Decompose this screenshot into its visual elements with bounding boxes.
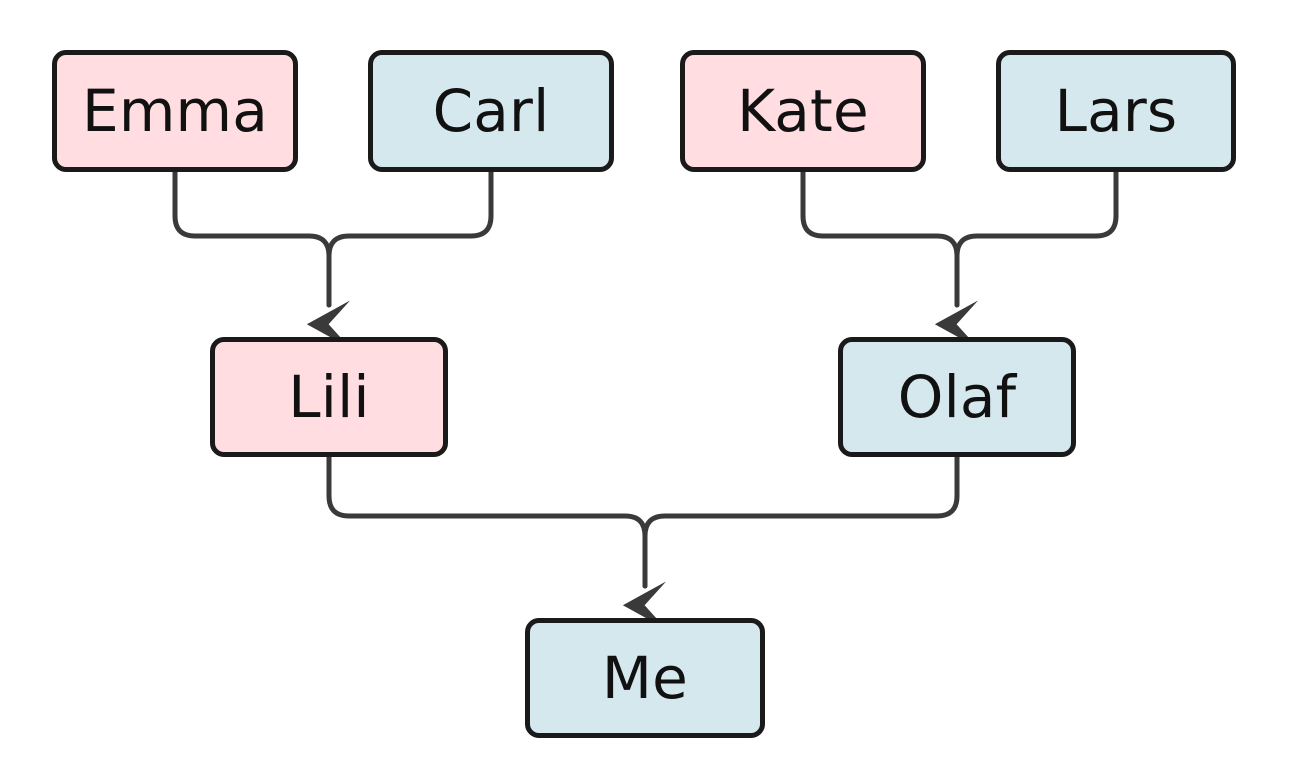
- node-label-olaf: Olaf: [897, 363, 1017, 431]
- node-carl[interactable]: Carl: [368, 50, 614, 172]
- node-lili[interactable]: Lili: [210, 337, 448, 457]
- node-olaf[interactable]: Olaf: [838, 337, 1076, 457]
- node-label-me: Me: [601, 644, 689, 712]
- edge-lili-me: [326, 454, 666, 629]
- node-label-kate: Kate: [737, 77, 869, 145]
- edge-emma-lili: [172, 169, 350, 348]
- node-lars[interactable]: Lars: [996, 50, 1236, 172]
- edge-carl-lili: [307, 169, 494, 348]
- node-label-lili: Lili: [288, 363, 370, 431]
- node-label-carl: Carl: [432, 77, 550, 145]
- node-emma[interactable]: Emma: [52, 50, 298, 172]
- edge-lars-olaf: [935, 169, 1119, 348]
- node-label-emma: Emma: [82, 77, 268, 145]
- node-kate[interactable]: Kate: [680, 50, 926, 172]
- node-label-lars: Lars: [1054, 77, 1178, 145]
- edge-kate-olaf: [800, 169, 978, 348]
- edge-olaf-me: [623, 454, 960, 629]
- node-me[interactable]: Me: [525, 618, 765, 738]
